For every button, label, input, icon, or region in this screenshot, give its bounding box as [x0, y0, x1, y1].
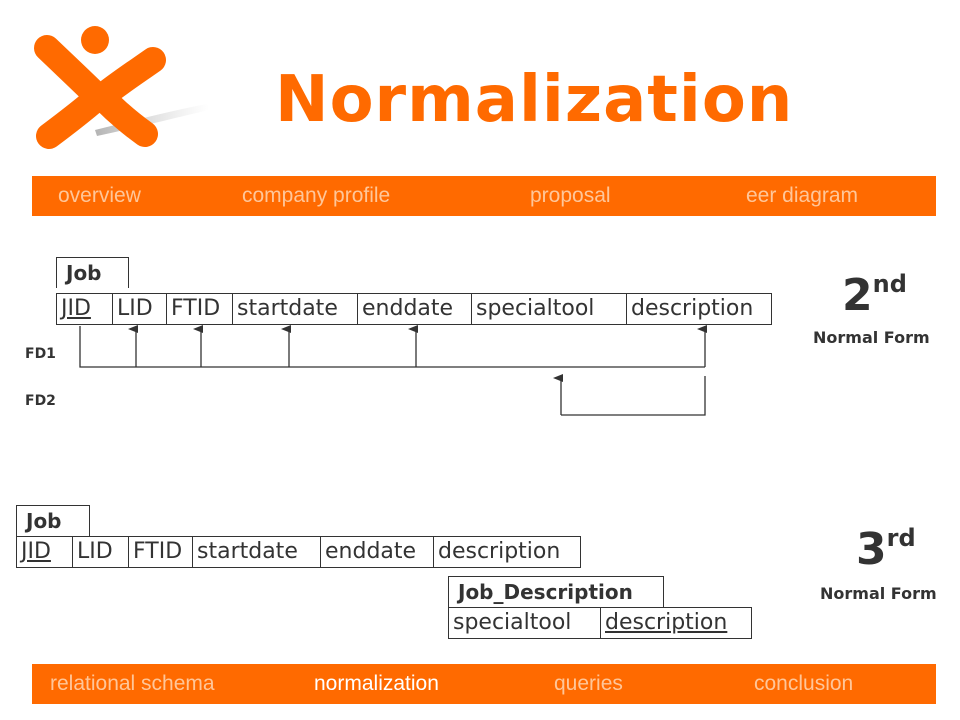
column-specialtool: specialtool [449, 608, 601, 638]
column-startdate: startdate [193, 537, 321, 567]
nav-normalization[interactable]: normalization [314, 672, 439, 695]
second-nf-label: Normal Form [813, 328, 930, 347]
column-enddate: enddate [321, 537, 434, 567]
job-description-table-name: Job_Description [448, 576, 664, 607]
nav-conclusion[interactable]: conclusion [754, 672, 854, 695]
nav-proposal[interactable]: proposal [530, 184, 611, 207]
column-enddate: enddate [358, 294, 472, 324]
column-description: description [438, 539, 561, 564]
job-description-table: specialtool description [448, 607, 752, 639]
column-lid: LID [113, 294, 167, 324]
nav-eer-diagram[interactable]: eer diagram [746, 184, 859, 207]
bottom-nav: relational schema normalization queries … [32, 664, 936, 704]
logo-icon [34, 26, 209, 149]
job-table-name-3nf: Job [16, 505, 90, 536]
nav-queries[interactable]: queries [554, 672, 623, 695]
column-specialtool: specialtool [472, 294, 627, 324]
column-jid: JID [57, 294, 113, 324]
second-nf-heading: 2nd [842, 270, 907, 321]
page-title: Normalization [275, 63, 794, 137]
third-nf-heading: 3rd [856, 524, 916, 575]
fd2-arrow [553, 374, 706, 416]
job-table-3nf: JID LID FTID startdate enddate descripti… [16, 536, 581, 568]
column-ftid: FTID [129, 537, 193, 567]
nav-relational-schema[interactable]: relational schema [50, 672, 215, 695]
job-table-name-2nf: Job [56, 257, 129, 288]
fd1-label: FD1 [25, 346, 56, 362]
nav-overview[interactable]: overview [58, 184, 141, 207]
fd2-label: FD2 [25, 393, 56, 409]
nav-company-profile[interactable]: company profile [242, 184, 391, 207]
third-nf-label: Normal Form [820, 584, 937, 603]
column-ftid: FTID [167, 294, 233, 324]
fd1-arrow [79, 325, 707, 368]
column-description: description [605, 610, 728, 635]
job-table-2nf: JID LID FTID startdate enddate specialto… [56, 293, 772, 325]
top-nav: overview company profile proposal eer di… [32, 176, 936, 216]
column-lid: LID [73, 537, 129, 567]
column-description: description [631, 296, 754, 321]
column-startdate: startdate [233, 294, 358, 324]
column-jid: JID [17, 537, 73, 567]
